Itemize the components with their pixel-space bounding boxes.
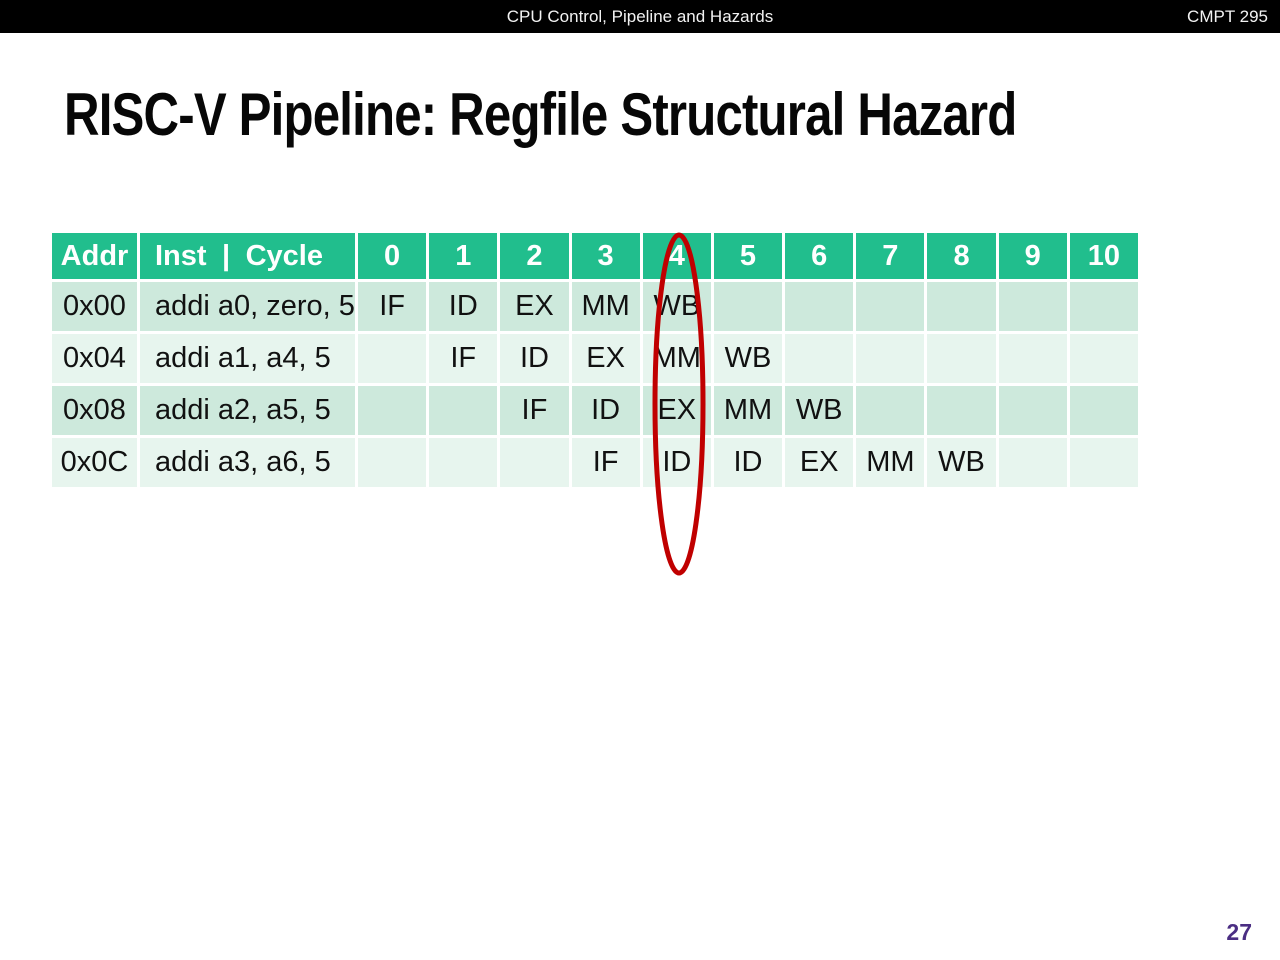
stage-cell (713, 282, 783, 331)
top-bar: CPU Control, Pipeline and Hazards CMPT 2… (0, 0, 1280, 33)
stage-cell: WB (785, 386, 854, 435)
stage-cell: EX (785, 438, 854, 487)
header-cycle-7: 7 (856, 233, 925, 279)
stage-cell: ID (713, 438, 783, 487)
stage-cell (429, 438, 498, 487)
stage-cell: MM (713, 386, 783, 435)
inst-cell: addi a2, a5, 5 (140, 386, 355, 435)
addr-cell: 0x04 (52, 334, 137, 383)
stage-cell (1069, 438, 1138, 487)
stage-cell (429, 386, 498, 435)
header-cycle-8: 8 (927, 233, 996, 279)
stage-cell: MM (642, 334, 711, 383)
stage-cell (856, 282, 925, 331)
header-cycle-3: 3 (571, 233, 640, 279)
lecture-title: CPU Control, Pipeline and Hazards (506, 6, 774, 26)
stage-cell: ID (571, 386, 640, 435)
stage-cell: EX (571, 334, 640, 383)
stage-cell: ID (500, 334, 569, 383)
stage-cell (1069, 282, 1138, 331)
page-title: RISC-V Pipeline: Regfile Structural Haza… (64, 81, 1017, 148)
stage-cell: IF (429, 334, 498, 383)
header-cycle-5: 5 (713, 233, 783, 279)
stage-cell (927, 334, 996, 383)
header-cycle-1: 1 (429, 233, 498, 279)
stage-cell: WB (642, 282, 711, 331)
stage-cell (998, 334, 1067, 383)
stage-cell: ID (642, 438, 711, 487)
inst-cell: addi a0, zero, 5 (140, 282, 355, 331)
stage-cell (358, 438, 427, 487)
header-cycle-9: 9 (998, 233, 1067, 279)
header-cycle-10: 10 (1069, 233, 1138, 279)
stage-cell (1069, 386, 1138, 435)
course-code: CMPT 295 (1187, 6, 1268, 26)
header-cycle-4: 4 (642, 233, 711, 279)
stage-cell (785, 282, 854, 331)
pipeline-table: Addr Inst | Cycle 0 1 2 3 4 5 6 7 8 9 10… (52, 233, 1138, 487)
stage-cell: EX (642, 386, 711, 435)
header-cycle-label: Cycle (245, 239, 323, 272)
stage-cell (927, 386, 996, 435)
header-addr: Addr (52, 233, 137, 279)
stage-cell (998, 438, 1067, 487)
stage-cell: MM (571, 282, 640, 331)
stage-cell: IF (571, 438, 640, 487)
stage-cell: WB (927, 438, 996, 487)
stage-cell (785, 334, 854, 383)
header-cycle-2: 2 (500, 233, 569, 279)
stage-cell (358, 334, 427, 383)
page-number: 27 (1226, 919, 1252, 945)
stage-cell: ID (429, 282, 498, 331)
stage-cell: IF (358, 282, 427, 331)
stage-cell (998, 282, 1067, 331)
stage-cell (856, 334, 925, 383)
stage-cell: IF (500, 386, 569, 435)
stage-cell (998, 386, 1067, 435)
header-cycle-6: 6 (785, 233, 854, 279)
addr-cell: 0x00 (52, 282, 137, 331)
stage-cell (856, 386, 925, 435)
inst-cell: addi a1, a4, 5 (140, 334, 355, 383)
stage-cell: EX (500, 282, 569, 331)
header-cycle-0: 0 (358, 233, 427, 279)
stage-cell (927, 282, 996, 331)
stage-cell (500, 438, 569, 487)
addr-cell: 0x0C (52, 438, 137, 487)
header-separator: | (222, 239, 231, 272)
stage-cell: WB (713, 334, 783, 383)
stage-cell: MM (856, 438, 925, 487)
inst-cell: addi a3, a6, 5 (140, 438, 355, 487)
addr-cell: 0x08 (52, 386, 137, 435)
header-inst-cycle: Inst | Cycle (140, 233, 355, 279)
stage-cell (1069, 334, 1138, 383)
stage-cell (358, 386, 427, 435)
header-inst-label: Inst (155, 239, 207, 272)
